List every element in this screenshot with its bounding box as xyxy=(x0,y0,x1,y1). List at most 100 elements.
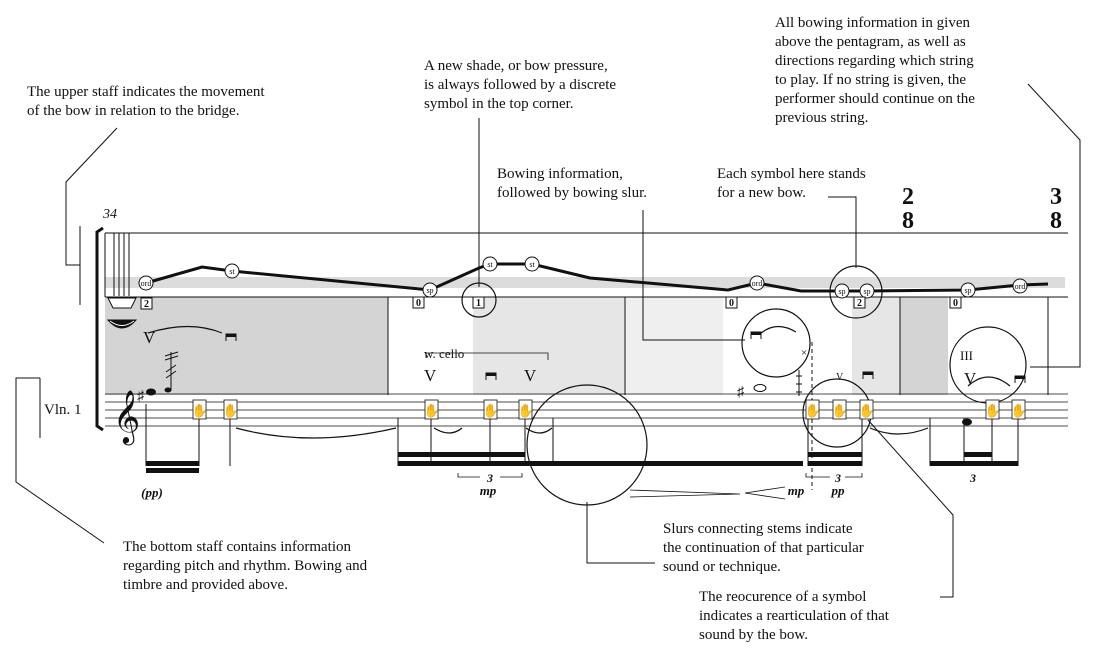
shade-region xyxy=(900,297,948,395)
annotation-new-shade: A new shade, or bow pressure, is always … xyxy=(424,58,617,112)
shade-region xyxy=(473,297,625,395)
dynamic-marking: mp xyxy=(480,483,497,498)
hand-notehead xyxy=(483,399,498,420)
tuplet-number: 3 xyxy=(969,471,976,485)
callout-circle xyxy=(461,282,497,318)
callout-circle xyxy=(829,265,883,319)
annotation-bowing-info: All bowing information in given above th… xyxy=(775,15,975,126)
down-bow-symbols xyxy=(225,331,1026,383)
up-bow-icon: V xyxy=(143,328,156,347)
bow-marker: ord xyxy=(1012,278,1028,294)
bow-marker-label: sp xyxy=(964,286,971,295)
hand-icon: ✋ xyxy=(805,403,821,418)
tuplet-number: 3 xyxy=(486,471,493,485)
hand-notehead xyxy=(192,399,207,420)
tuplet-number: 3 xyxy=(834,471,841,485)
callout-circle xyxy=(526,384,648,506)
hand-glyphs: ✋ ✋ ✋ ✋ ✋ ✋ ✋ ✋ ✋ ✋ xyxy=(192,403,1027,418)
string-box-label: 2 xyxy=(857,298,862,309)
technique-text: w. cello xyxy=(424,346,464,361)
hand-icon: ✋ xyxy=(223,403,239,418)
string-box-label: 1 xyxy=(476,298,481,309)
shade-region xyxy=(852,297,900,395)
upper-staff xyxy=(104,232,1068,395)
annotation-bowing-slur: Bowing information, followed by bowing s… xyxy=(497,166,647,201)
hand-notehead xyxy=(223,399,238,420)
bow-marker-label: sp xyxy=(426,286,433,295)
lower-staff xyxy=(105,393,1068,427)
stem-slurs xyxy=(147,325,1011,439)
hand-icon: ✋ xyxy=(424,403,440,418)
hand-notehead xyxy=(1011,399,1026,420)
string-box: 0 xyxy=(412,296,425,309)
instrument-label: Vln. 1 xyxy=(44,402,82,418)
annotation-upper-staff: The upper staff indicates the movement o… xyxy=(27,84,265,119)
string-box: 2 xyxy=(140,297,153,310)
bow-marker: st xyxy=(482,256,498,272)
bow-marker-label: st xyxy=(229,267,235,276)
bow-marker: ord xyxy=(138,275,154,291)
time-sig-numerator: 2 xyxy=(902,184,914,210)
dynamics: (pp) mp mp pp xyxy=(141,483,845,500)
bow-markers: ord st sp st st ord sp sp sp ord xyxy=(138,256,1028,299)
hand-icon: ✋ xyxy=(985,403,1001,418)
annotation-new-bow: Each symbol here stands for a new bow. xyxy=(717,166,866,201)
tuplet-brackets xyxy=(425,352,863,478)
sharp-icon: ♯ xyxy=(137,389,145,404)
bow-marker: sp xyxy=(422,282,438,298)
bow-marker: st xyxy=(524,256,540,272)
fingering-ticks xyxy=(796,370,802,396)
string-roman-numeral: III xyxy=(960,348,973,363)
notehead xyxy=(962,418,972,426)
notehead xyxy=(164,387,172,393)
string-box: 0 xyxy=(949,296,962,309)
dynamic-marking: (pp) xyxy=(141,485,163,500)
bow-marker-label: st xyxy=(529,260,535,269)
bow-marker: sp xyxy=(834,283,850,299)
string-box: 0 xyxy=(725,296,738,309)
grace-figure xyxy=(164,351,179,390)
hand-icon: ✋ xyxy=(518,403,534,418)
bow-marker: sp xyxy=(859,283,875,299)
string-box-label: 2 xyxy=(144,299,149,310)
time-signature: 3 8 xyxy=(1050,184,1062,234)
hand-notehead xyxy=(859,399,874,420)
bow-marker-label: sp xyxy=(838,287,845,296)
shade-region xyxy=(625,297,723,395)
time-sig-denominator: 8 xyxy=(1050,208,1062,234)
dynamic-marking: mp xyxy=(788,483,805,498)
bow-marker-label: ord xyxy=(752,279,763,288)
shade-region xyxy=(105,277,1065,288)
time-sig-numerator: 3 xyxy=(1050,184,1062,210)
time-signature: 2 8 xyxy=(902,184,914,234)
bow-marker: ord xyxy=(749,275,765,291)
callout-circle xyxy=(741,308,811,378)
beams xyxy=(146,452,1018,473)
hand-notehead xyxy=(985,399,1000,420)
hand-noteheads xyxy=(192,399,1026,420)
dynamic-marking: pp xyxy=(831,483,846,498)
hand-notehead xyxy=(832,399,847,420)
up-bow-icon: V xyxy=(964,369,977,388)
time-sig-denominator: 8 xyxy=(902,208,914,234)
notehead xyxy=(146,388,156,396)
noteheads xyxy=(146,384,972,426)
cross-icon: × xyxy=(801,347,807,359)
hairpins xyxy=(629,486,786,500)
bow-path-line xyxy=(145,262,1049,293)
bow-marker-label: ord xyxy=(1015,282,1026,291)
hand-icon: ✋ xyxy=(1011,403,1027,418)
stems xyxy=(145,404,1019,466)
callout-circle xyxy=(949,326,1027,404)
up-bow-icon: V xyxy=(524,366,537,385)
hand-icon: ✋ xyxy=(192,403,208,418)
string-boxes: 2 0 1 0 2 0 xyxy=(140,296,962,310)
string-box: 2 xyxy=(853,296,866,309)
shade-regions xyxy=(105,277,1065,395)
bow-marker-label: st xyxy=(487,260,493,269)
shade-region xyxy=(105,297,388,395)
system-bracket xyxy=(95,226,104,432)
up-bow-icon: V xyxy=(424,366,437,385)
